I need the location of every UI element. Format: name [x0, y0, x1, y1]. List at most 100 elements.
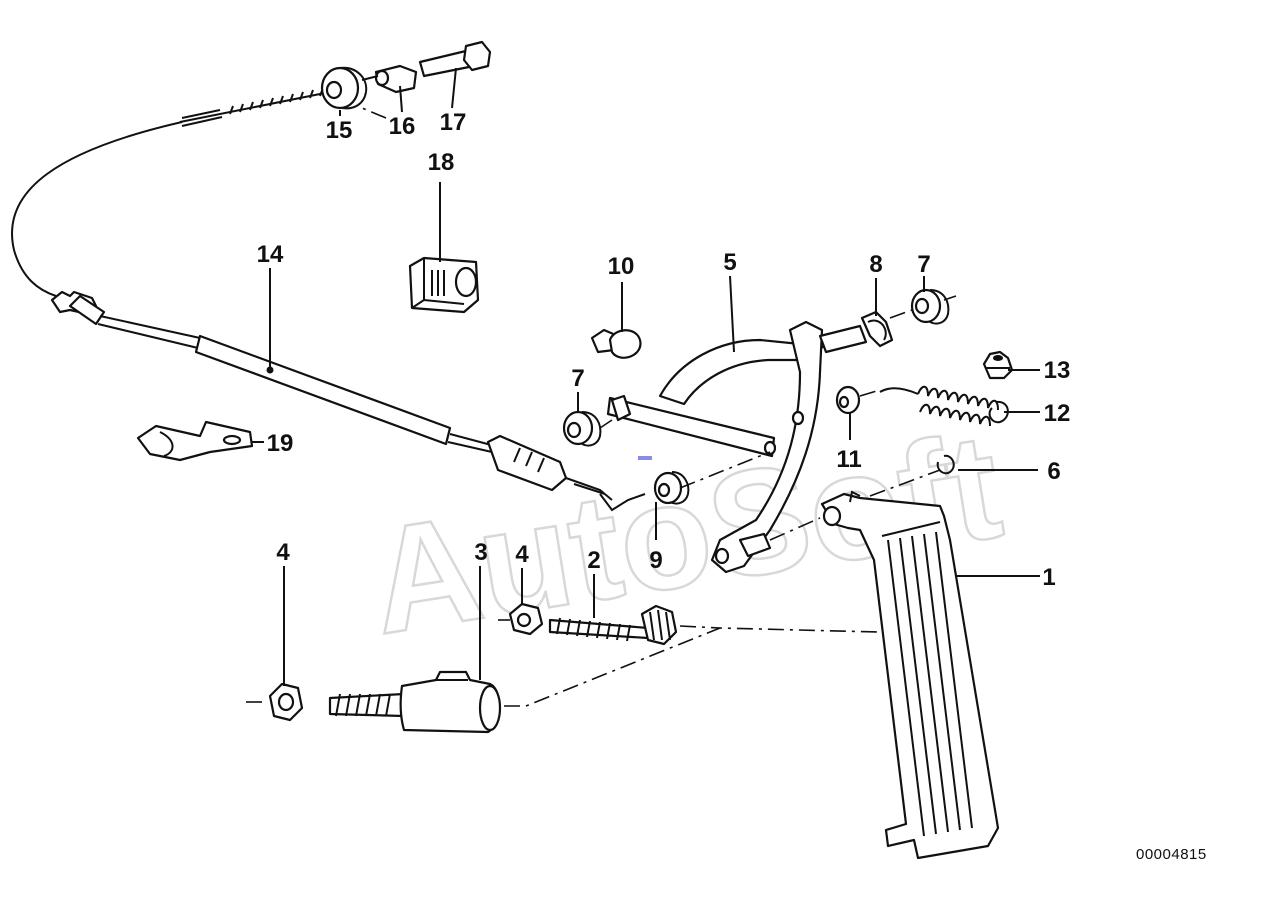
leader-5	[729, 275, 735, 353]
bushing-mid-hole	[838, 395, 850, 409]
grommet-flange	[339, 66, 368, 110]
cable-upper-ferrule	[181, 109, 223, 127]
adjusting-screw	[548, 604, 678, 646]
diagram-reference-number: 00004815	[1136, 846, 1207, 863]
cable-upper-threaded-end	[179, 91, 331, 123]
bushing-left-hole	[566, 421, 582, 439]
pedal-body	[820, 492, 1000, 860]
cable-nipple-ribs	[513, 447, 545, 473]
pedal-pivot-hole	[822, 505, 842, 527]
circlip-ring	[936, 454, 955, 475]
bolt	[361, 40, 492, 81]
callout-16: 16	[389, 113, 416, 140]
callout-10: 10	[608, 253, 635, 280]
buffer-end-face	[478, 684, 502, 732]
axis-bushing-left	[599, 419, 613, 429]
cable-hex-fitting	[68, 294, 106, 326]
pedal-top-edge	[881, 521, 941, 537]
spring-hook-right	[988, 400, 1009, 424]
bushing-upper-flange	[929, 289, 950, 325]
leader-lines	[252, 67, 1040, 686]
leader-17	[451, 67, 457, 109]
axis-shaft-bushing	[889, 295, 957, 319]
nut-lower-hole	[277, 692, 295, 712]
callout-2: 2	[587, 547, 600, 574]
callout-12: 12	[1044, 400, 1071, 427]
cable-linkage-hook	[599, 493, 646, 512]
callout-4-upper: 4	[515, 541, 529, 568]
callout-14: 14	[257, 241, 284, 268]
screw-knurl	[649, 609, 671, 641]
pedal-lever-bracket	[606, 320, 868, 574]
bushing-mid	[835, 385, 861, 415]
accelerator-pedal	[820, 490, 1000, 860]
grommet-13-body	[982, 350, 1014, 380]
clip-hole	[222, 434, 242, 446]
axis-grommet	[361, 107, 387, 119]
callout-6: 6	[1047, 458, 1060, 485]
tension-spring	[879, 385, 1009, 427]
bushing-lower-hole	[657, 482, 671, 498]
pedal-tab	[849, 490, 861, 503]
bolt-head	[462, 40, 492, 72]
callout-7-upper: 7	[917, 251, 930, 278]
cable-upper-threads	[229, 87, 324, 115]
cable-linkage-rod	[565, 477, 613, 501]
buffer-threads	[335, 693, 391, 717]
callout-5: 5	[723, 249, 736, 276]
axis-pedal-circlip	[869, 469, 941, 497]
bracket-shaft	[818, 324, 868, 354]
callout-18: 18	[428, 149, 455, 176]
rubber-grommet	[982, 350, 1014, 380]
bushing-left-flange	[581, 411, 602, 447]
cable-loop	[11, 121, 183, 297]
clip-body	[136, 420, 254, 462]
spring-hook-left	[879, 387, 919, 395]
bracket-plate	[606, 396, 776, 458]
spring-coils-bottom	[919, 403, 991, 427]
nut-upper-hole	[516, 612, 532, 628]
lever-lower-hole	[714, 547, 730, 565]
cable-holder	[408, 256, 480, 314]
cable-sleeve-thin	[97, 315, 201, 349]
assembly-lines	[246, 107, 957, 707]
bushing-upper	[910, 288, 950, 325]
stop-head	[608, 329, 642, 359]
callout-17: 17	[440, 109, 467, 136]
callout-15: 15	[326, 117, 353, 144]
holder-ribs	[431, 270, 445, 296]
axis-buffer-to-pedal	[504, 627, 879, 707]
axis-bushing-mid	[859, 389, 881, 397]
grommet-hole	[325, 80, 343, 100]
hex-nut-lower	[268, 682, 304, 722]
blue-mark	[638, 456, 652, 460]
holder-hole	[454, 266, 478, 298]
callouts: 15 16 17 18 14 19 10 5 8 7 7 13 12 11 6 …	[257, 109, 1071, 591]
axis-lever-pedal	[769, 517, 821, 541]
circlip	[936, 454, 955, 475]
rubber-stop	[590, 328, 642, 359]
cable-clip	[136, 420, 254, 462]
lever-pivot-hole	[791, 410, 805, 426]
callout-19: 19	[267, 430, 294, 457]
pin	[374, 64, 418, 94]
callout-7-left: 7	[571, 365, 584, 392]
callout-13: 13	[1044, 357, 1071, 384]
callout-3: 3	[474, 539, 487, 566]
clip-loop	[159, 431, 174, 457]
bushing-left	[562, 410, 602, 447]
screw-threads	[556, 617, 631, 642]
callout-4-lower: 4	[276, 539, 290, 566]
spring-coils-top	[917, 385, 999, 411]
pin-head	[374, 69, 390, 87]
cable-inner	[447, 433, 496, 453]
axis-screw	[679, 625, 721, 629]
bushing-upper-hole	[914, 297, 930, 315]
cable-grommet	[320, 66, 368, 110]
callout-8: 8	[869, 251, 882, 278]
bracket-plate-hole	[763, 440, 777, 456]
spring-clip-coil	[867, 319, 887, 341]
callout-1: 1	[1042, 564, 1055, 591]
grommet-13-top	[993, 355, 1003, 361]
bolt-axis	[361, 75, 379, 81]
